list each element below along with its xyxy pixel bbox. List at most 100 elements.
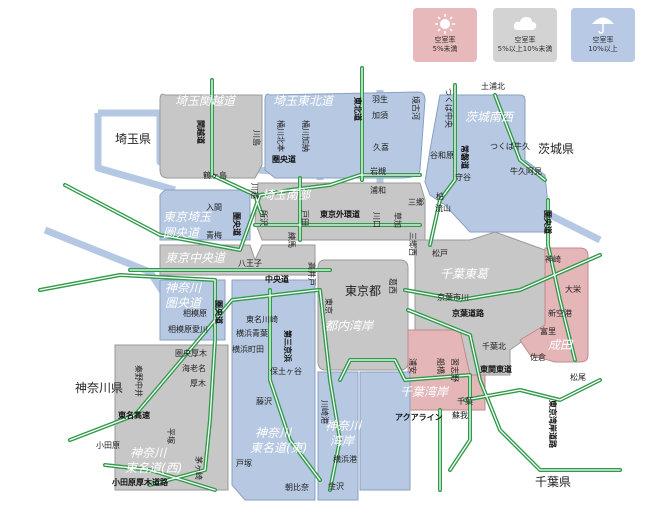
road-tohoku: 東北道 [353,97,363,121]
place-chibakita: 千葉北 [482,341,506,351]
place-kamisato: 神崎 [545,254,561,264]
place-yokohama-aoba: 横浜青葉 [236,328,268,338]
area-label-kanagawa-tomei-west-1: 神奈川 [130,446,168,460]
place-taiei: 大栄 [565,284,581,294]
place-ken-atsugi: 圏央厚木 [175,348,207,358]
area-kanagawa-wangan-bay[interactable] [359,371,411,491]
road-labels: 関越道 圏央道 圏央道 圏央道 東北道 東京外環道 中央道 常磐道 東名高速 小… [111,97,558,487]
legend-high-vacancy: 空室率 10%以上 [571,8,635,62]
road-chuodo: 中央道 [265,274,289,284]
place-kasai: 葛西 [388,278,398,294]
area-label-chiba-wangan: 千葉湾岸 [400,385,449,399]
road-keiyo: 京葉道路 [452,308,485,318]
place-yatabe: 谷和原 [430,151,454,160]
place-toda: 戸田 [300,210,309,226]
place-kawasaki-port: 川崎港 [320,400,330,424]
umbrella-icon [592,17,614,34]
place-kuki: 久喜 [373,142,389,152]
place-hanyu: 羽生 [372,94,388,104]
place-okegawa-kitamoto: 桶川北本 [276,120,286,152]
area-tokyo-chuodo[interactable] [159,244,316,276]
place-tomisato: 富里 [540,326,556,336]
place-yokohama-machida: 横浜町田 [232,344,264,354]
pref-saitama: 埼玉県 [115,132,151,146]
cloud-icon [513,17,537,30]
road-kenoudo-north: 圏央道 [272,154,296,164]
road-higashikanto: 東関東道 [480,364,512,374]
place-hachioji: 八王子 [238,259,262,268]
place-asahina: 朝比奈 [285,482,309,492]
place-chigasaki: 茅ヶ崎 [194,456,204,480]
place-okegawa-kano: 桶川加納 [301,120,311,152]
place-kanazawa: 金沢 [328,481,344,491]
road-third-keihin: 第三京浜 [283,330,293,362]
area-label-saitama-tohoku: 埼玉東北道 [273,94,335,108]
area-label-kanagawa-wangan-2: 湾岸 [330,434,355,448]
place-sagamihara: 相模原 [183,308,207,318]
sun-icon [435,14,455,34]
place-kawajima: 川島 [252,130,262,146]
road-kenoudo-south: 圏央道 [214,300,224,324]
place-tsukuba-ushiku: つくば牛久 [490,141,530,151]
legend-gray-line1: 空室率 [514,36,536,44]
prefecture-labels: 埼玉県 茨城県 神奈川県 千葉県 [75,132,574,489]
road-kenou-ibaraki: 圏央道 [543,210,553,234]
place-moriya: 守谷 [455,172,471,182]
place-sakura: 佐倉 [530,352,546,362]
road-aqualine: アクアライン [395,412,443,422]
legend-red-line1: 空室率 [434,36,456,44]
pref-kanagawa: 神奈川県 [75,381,123,395]
area-label-kanagawa-tomei-east-2: 東名道(東) [250,441,307,455]
area-label-saitama-kanetsu: 埼玉関越道 [175,94,237,108]
area-label-kanagawa-tomei-east-1: 神奈川 [255,426,293,440]
place-fujisawa: 藤沢 [256,396,272,406]
place-hodogaya: 保土ヶ谷 [270,366,302,376]
road-joban: 常磐道 [460,145,470,169]
place-hadano-nakai: 秦野中井 [134,365,144,397]
place-sagamihara-aikawa: 相模原愛川 [168,324,208,334]
legend-blue-line2: 10%以上 [588,45,618,53]
place-funabashi: 船橋 [436,358,446,374]
place-kazo: 加須 [372,110,388,120]
area-label-ibaraki-nansei: 茨城南西 [465,110,515,124]
area-label-narita: 成田 [548,338,574,352]
place-iwatsuki: 岩槻 [370,166,386,176]
place-yokohama-port: 横浜港 [333,454,357,464]
place-tsuchiura: 土浦北 [481,81,505,91]
area-label-kanagawa-kenoudo-1: 神奈川 [165,281,203,295]
road-tokyo-gaikan: 東京外環道 [320,209,360,219]
area-tokyo-wangan[interactable] [317,259,409,371]
place-ebina: 海老名 [182,363,206,373]
legend-blue-line1: 空室率 [592,36,614,44]
area-label-tokyo-saitama-1: 東京埼玉 [163,210,213,224]
place-misato: 三郷 [408,198,424,207]
road-tomei: 東名高速 [118,410,150,420]
place-ichikawa: 京葉市川 [437,292,469,302]
area-narita[interactable] [519,247,589,363]
area-label-tokyo-chuodo: 東京中央道 [165,251,227,265]
place-ome: 青梅 [206,230,222,240]
place-kawaguchi: 川口 [372,212,381,228]
place-urawa: 浦和 [370,185,386,195]
road-kenoudo-west: 圏央道 [232,212,242,236]
place-narashino: 習志野 [450,358,460,382]
place-tsurugashima: 鶴ヶ島 [203,170,227,180]
area-labels: 埼玉関越道 埼玉東北道 茨城南西 埼玉南部 東京埼玉 圏央道 東京中央道 神奈川… [125,94,574,475]
place-shinkuko: 新空港 [548,308,572,318]
pref-chiba: 千葉県 [535,475,571,489]
area-kanagawa-tomei-west[interactable] [114,344,229,491]
place-nagareyama: 流山 [435,203,451,213]
area-label-kanagawa-kenoudo-2: 圏央道 [165,296,203,310]
legend-mid-vacancy: 空室率 5%以上10%未満 [493,8,557,62]
place-atsugi: 厚木 [190,378,206,388]
place-iruma: 入間 [206,203,222,212]
place-ushiku-ami: 牛久阿見 [510,166,542,176]
pref-ibaraki: 茨城県 [538,142,574,156]
place-tsukuba-chuo: つくば中央 [444,88,454,128]
place-nerima: 練馬 [287,232,297,248]
place-chiba-city: 千葉 [457,396,473,406]
area-label-tokyo-saitama-2: 圏央道 [163,226,201,240]
area-tokyo-saitama-kenoudo[interactable] [159,189,251,241]
place-tomei-kawasaki: 東名川崎 [246,314,278,324]
legend-low-vacancy: 空室率 5%未満 [413,8,477,62]
